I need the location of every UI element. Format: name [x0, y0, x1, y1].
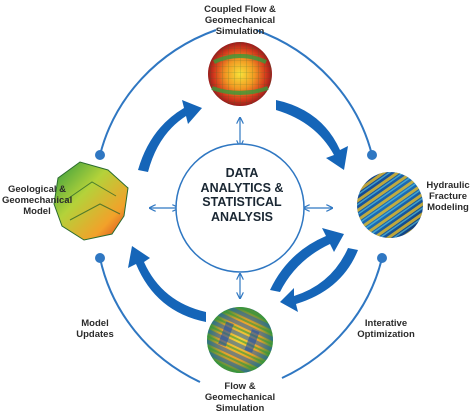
- label-bottom: Flow & Geomechanical Simulation: [180, 381, 300, 414]
- label-left: Geological & Geomechanical Model: [2, 184, 72, 217]
- center-line-2: ANALYTICS &: [200, 180, 284, 195]
- center-title: DATA ANALYTICS & STATISTICAL ANALYSIS: [178, 166, 306, 224]
- node-left-image: [53, 161, 129, 241]
- label-top: Coupled Flow & Geomechanical Simulation: [180, 4, 300, 37]
- outer-ring: [99, 29, 383, 383]
- label-right-line-3: Modeling: [427, 202, 469, 213]
- node-top-image: [208, 42, 272, 106]
- dot-right-upper: [367, 150, 377, 160]
- outer-arc-bottom-right: [281, 257, 383, 379]
- dot-right-lower: [377, 253, 387, 263]
- center-line-3: STATISTICAL: [202, 195, 282, 209]
- label-right-line-1: Hydraulic: [426, 180, 470, 191]
- label-left-line-2: Geomechanical: [2, 195, 73, 206]
- arrow-top-to-right: [276, 100, 348, 170]
- arrow-right-to-bottom: [280, 248, 358, 312]
- label-right-line-2: Fracture: [428, 191, 467, 202]
- arrow-bottom-to-left: [128, 246, 206, 322]
- center-connectors: [150, 118, 332, 298]
- label-model-updates: Model Updates: [60, 318, 130, 340]
- iterative-optimization-line-2: Optimization: [357, 329, 415, 340]
- label-right: Hydraulic Fracture Modeling: [422, 180, 474, 213]
- arrow-bottom-to-right: [270, 228, 344, 292]
- center-line-1: DATA: [225, 166, 259, 180]
- label-top-line-3: Simulation: [215, 26, 265, 37]
- outer-arc-top-right: [255, 29, 373, 156]
- arrow-left-to-top: [138, 100, 202, 172]
- model-updates-line-1: Model: [81, 318, 109, 329]
- label-left-line-3: Model: [23, 206, 51, 217]
- label-iterative-optimization: Interative Optimization: [346, 318, 426, 340]
- label-bottom-line-2: Geomechanical: [204, 392, 276, 403]
- label-top-line-1: Coupled Flow &: [204, 4, 276, 15]
- label-bottom-line-1: Flow &: [224, 381, 256, 392]
- node-right-image: [357, 172, 423, 238]
- dot-left-upper: [95, 150, 105, 160]
- label-top-line-2: Geomechanical: [204, 15, 276, 26]
- label-left-line-1: Geological &: [7, 184, 67, 195]
- iterative-optimization-line-1: Interative: [364, 318, 408, 329]
- center-circle: [175, 143, 305, 273]
- center-line-4: ANALYSIS: [210, 209, 274, 224]
- dot-left-lower: [95, 253, 105, 263]
- label-bottom-line-3: Simulation: [215, 403, 265, 414]
- outer-arc-top-left: [99, 29, 217, 156]
- model-updates-line-2: Updates: [76, 329, 114, 340]
- outer-arc-bottom-left: [99, 257, 201, 383]
- ring-dots: [95, 150, 387, 263]
- node-bottom-image: [207, 307, 273, 373]
- cycle-arrows: [128, 100, 358, 322]
